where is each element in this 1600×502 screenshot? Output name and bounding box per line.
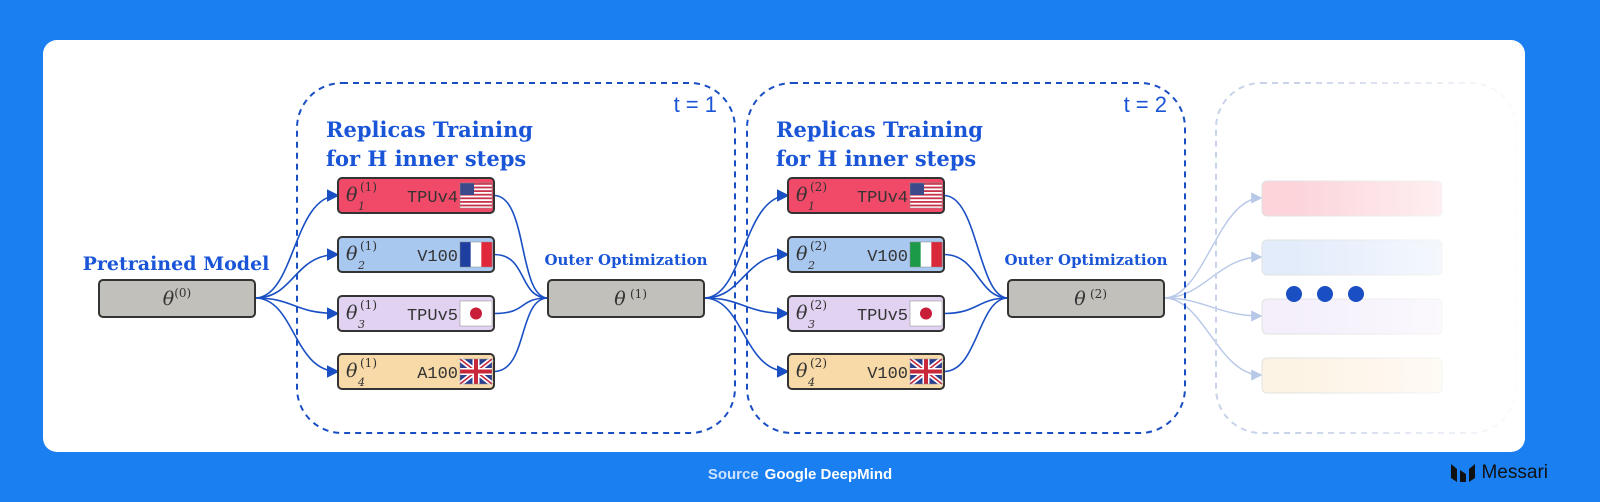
svg-text:θ: θ [614, 288, 626, 310]
svg-text:θ(0): θ(0) [163, 286, 191, 310]
replica-superscript: (2) [810, 239, 827, 253]
replica-subscript: 1 [808, 200, 815, 213]
edge [254, 297, 340, 320]
edge [703, 297, 790, 378]
replica-subscript: 2 [357, 259, 365, 272]
device-label: TPUv4 [407, 189, 458, 208]
outer-superscript: (2) [1090, 287, 1107, 301]
replica-superscript: (1) [360, 356, 377, 370]
replicas-title-line1: Replicas Training [326, 117, 533, 142]
replica-subscript: 3 [358, 318, 365, 331]
t-label: t = 2 [1124, 92, 1167, 117]
ellipsis-dot [1348, 286, 1364, 302]
ellipsis-dot [1317, 286, 1333, 302]
jp-flag-icon [909, 300, 943, 327]
messari-logo: Messari [1451, 462, 1548, 484]
edge [493, 297, 549, 373]
device-label: V100 [867, 248, 908, 267]
us-flag-icon [459, 182, 493, 209]
replica-box: θ(1) 2 V100 [337, 236, 495, 273]
svg-text:θ: θ [796, 360, 808, 382]
it-flag-icon [909, 241, 943, 268]
replicas-title-line2: for H inner steps [326, 146, 526, 171]
replica-superscript: (1) [360, 180, 377, 194]
device-label: TPUv5 [407, 307, 458, 326]
outer-theta-box: θ (1) [547, 279, 705, 318]
edge [943, 194, 1009, 299]
replica-superscript: (2) [810, 356, 827, 370]
ellipsis-dot [1286, 286, 1302, 302]
diagram-card: Pretrained Model θ(0) t = 1 Replicas Trai… [43, 40, 1525, 452]
source-label: Source [707, 466, 759, 483]
replica-box: θ(1) 3 TPUv5 [337, 295, 495, 332]
svg-text:θ: θ [796, 184, 808, 206]
svg-text:θ: θ [796, 302, 808, 324]
replica-box: θ(2) 2 V100 [787, 236, 945, 273]
diloco-diagram: Pretrained Model θ(0) t = 1 Replicas Trai… [83, 70, 1525, 440]
device-label: V100 [417, 248, 458, 267]
edge [703, 189, 790, 299]
outer-theta-box: θ (2) [1007, 279, 1165, 318]
edge [254, 189, 340, 299]
faded-edge [1163, 297, 1263, 381]
edge [703, 297, 790, 320]
replica-box: θ(2) 4 V100 [787, 353, 945, 390]
source-name: Google DeepMind [764, 466, 893, 483]
faded-next-stage [1215, 70, 1525, 440]
faded-edge [1163, 251, 1263, 299]
device-label: V100 [867, 365, 908, 384]
replica-subscript: 4 [357, 376, 365, 389]
svg-text:θ: θ [1074, 288, 1086, 310]
device-label: TPUv4 [857, 189, 908, 208]
replica-box: θ(1) 4 A100 [337, 353, 495, 390]
replica-superscript: (2) [810, 180, 827, 194]
faded-edge [1163, 192, 1263, 299]
outer-optimization-label: Outer Optimization [1004, 251, 1167, 269]
stage-2: t = 2 Replicas Training for H inner steps θ… [746, 82, 1186, 434]
replica-subscript: 1 [358, 200, 365, 213]
replica-subscript: 4 [807, 376, 815, 389]
stage-1: t = 1 Replicas Training for H inner steps θ… [296, 82, 736, 434]
pretrained-model-label: Pretrained Model [83, 253, 270, 275]
replica-subscript: 3 [808, 318, 815, 331]
replica-box: θ(1) 1 TPUv4 [337, 177, 495, 214]
replicas-title-line2: for H inner steps [776, 146, 976, 171]
replica-superscript: (1) [360, 298, 377, 312]
edge [254, 297, 340, 378]
edge [493, 297, 549, 315]
messari-logo-icon [1451, 464, 1476, 482]
source-caption: Source Google DeepMind [600, 466, 1000, 483]
brand-name: Messari [1481, 462, 1548, 483]
device-label: TPUv5 [857, 307, 908, 326]
jp-flag-icon [459, 300, 493, 327]
edge [703, 248, 790, 299]
replica-subscript: 2 [807, 259, 815, 272]
theta0-box: θ(0) [98, 279, 256, 318]
edge [943, 297, 1009, 315]
us-flag-icon [909, 182, 943, 209]
edge [943, 297, 1009, 373]
device-label: A100 [417, 365, 458, 384]
outer-optimization-label: Outer Optimization [544, 251, 707, 269]
svg-text:θ: θ [796, 243, 808, 265]
uk-flag-icon [908, 357, 944, 386]
uk-flag-icon [458, 357, 494, 386]
edge [493, 194, 549, 299]
fr-flag-icon [459, 241, 493, 268]
svg-text:θ: θ [346, 184, 358, 206]
svg-text:θ: θ [346, 360, 358, 382]
replica-box: θ(2) 1 TPUv4 [787, 177, 945, 214]
replica-superscript: (1) [360, 239, 377, 253]
faded-edge [1163, 297, 1263, 322]
replicas-title-line1: Replicas Training [776, 117, 983, 142]
edge [943, 253, 1009, 299]
edge [254, 248, 340, 299]
replica-box: θ(2) 3 TPUv5 [787, 295, 945, 332]
outer-superscript: (1) [630, 287, 647, 301]
svg-text:θ: θ [346, 302, 358, 324]
edge [493, 253, 549, 299]
replica-superscript: (2) [810, 298, 827, 312]
svg-text:θ: θ [346, 243, 358, 265]
t-label: t = 1 [674, 92, 717, 117]
